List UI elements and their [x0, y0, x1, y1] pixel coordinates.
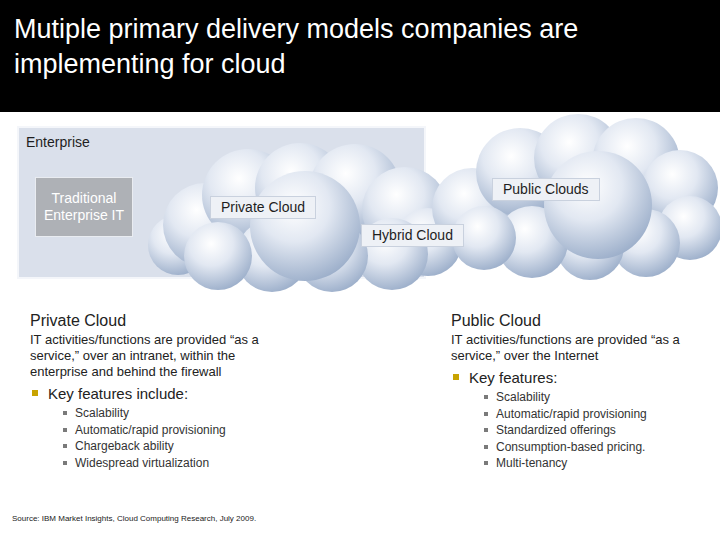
cloud-label: Hybrid Cloud	[361, 224, 464, 247]
text-column: Private CloudIT activities/functions are…	[30, 311, 292, 471]
feature-item: Widespread virtualization	[30, 455, 292, 472]
text-column: Public CloudIT activities/functions are …	[451, 311, 713, 472]
node-label: Hybrid Cloud	[372, 227, 453, 244]
node-label: Private Cloud	[221, 199, 305, 216]
feature-item: Chargeback ability	[30, 438, 292, 455]
enterprise-region: Traditional Enterprise IT Private Cloud En…	[18, 127, 425, 278]
key-features-heading: Key features include:	[30, 384, 292, 403]
public-cloud-shape	[432, 114, 720, 280]
cloud-label: Private Cloud	[210, 196, 316, 219]
section-heading: Private Cloud	[30, 311, 292, 331]
feature-item: Automatic/rapid provisioning	[451, 406, 713, 423]
key-features-heading: Key features:	[451, 368, 713, 387]
source-note: Source: IBM Market Insights, Cloud Compu…	[12, 514, 256, 524]
feature-item: Standardized offerings	[451, 422, 713, 439]
feature-item: Multi-tenancy	[451, 455, 713, 472]
feature-item: Scalability	[451, 389, 713, 406]
private-cloud-shape	[148, 143, 462, 292]
feature-item: Automatic/rapid provisioning	[30, 422, 292, 439]
feature-item: Scalability	[30, 405, 292, 422]
feature-item: Consumption-based pricing.	[451, 439, 713, 456]
section-description: IT activities/functions are provided “as…	[30, 332, 292, 380]
section-description: IT activities/functions are provided “as…	[451, 332, 713, 364]
slide-title: Mutiple primary delivery models companie…	[0, 0, 720, 82]
node-label: Traditional Enterprise IT	[42, 190, 126, 224]
cloud-label: Public Clouds	[492, 178, 600, 201]
section-heading: Public Cloud	[451, 311, 713, 331]
node-label: Enterprise	[26, 134, 417, 151]
node-label: Public Clouds	[503, 181, 589, 198]
title-bar: Mutiple primary delivery models companie…	[0, 0, 720, 112]
traditional-it-box: Traditional Enterprise IT	[35, 177, 133, 237]
